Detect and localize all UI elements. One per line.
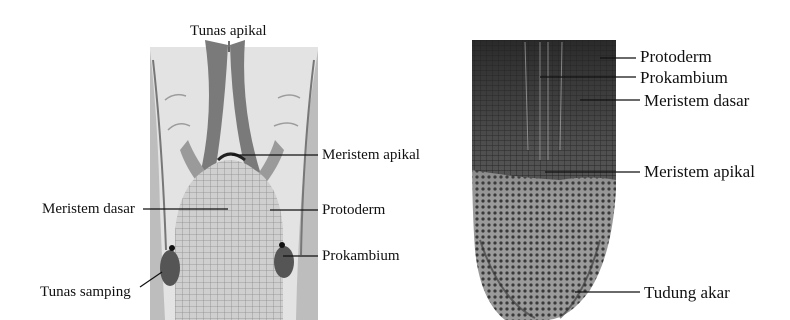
label-root-meristem-apikal: Meristem apikal: [644, 163, 755, 180]
label-root-protoderm: Protoderm: [640, 48, 712, 65]
shoot-apex-micrograph: [150, 40, 318, 320]
label-tudung-akar: Tudung akar: [644, 284, 730, 301]
label-tunas-apikal: Tunas apikal: [190, 24, 267, 39]
root-apex-micrograph: [472, 40, 616, 320]
label-root-meristem-dasar: Meristem dasar: [644, 92, 749, 109]
label-root-prokambium: Prokambium: [640, 69, 728, 86]
label-tunas-samping: Tunas samping: [40, 285, 131, 300]
label-shoot-protoderm: Protoderm: [322, 203, 385, 218]
label-shoot-meristem-apikal: Meristem apikal: [322, 148, 420, 163]
label-shoot-meristem-dasar: Meristem dasar: [42, 202, 135, 217]
label-shoot-prokambium: Prokambium: [322, 249, 400, 264]
